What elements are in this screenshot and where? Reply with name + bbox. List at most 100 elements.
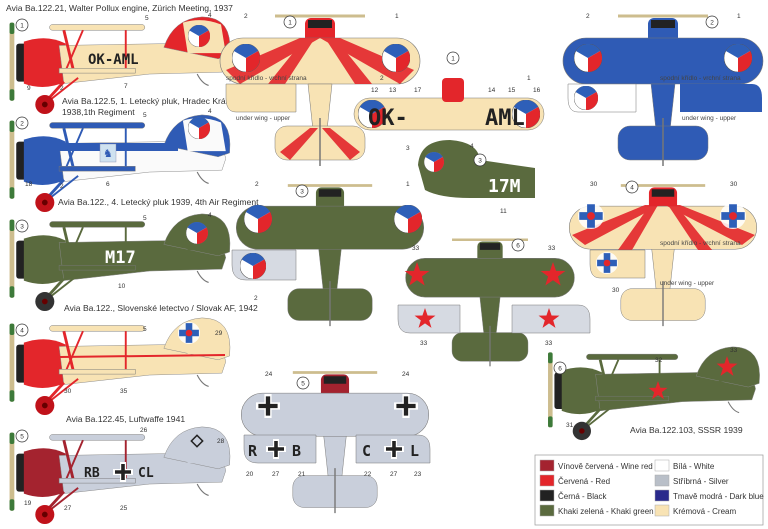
- callout: 9: [27, 85, 31, 92]
- callout: 10: [118, 283, 126, 290]
- profile-number: 6: [558, 366, 562, 373]
- callout: 1: [406, 181, 410, 188]
- profile-5-top-view: 5 24 24 R B C L 20 27 21 22 27 23: [239, 371, 431, 515]
- legend-label: Vínově červená - Wine red: [558, 462, 653, 471]
- wing-label-en: under wing - upper: [682, 115, 737, 122]
- profile-number: 3: [20, 224, 24, 231]
- callout: 2: [255, 181, 259, 188]
- wing-label-cz: spodní křídlo - vrchní strana: [660, 240, 741, 247]
- callout: 2: [380, 75, 384, 82]
- legend-swatch: [654, 459, 670, 472]
- slovak-cross-icon: [596, 252, 618, 274]
- callout: 5: [143, 215, 147, 222]
- profile-number: 5: [20, 434, 24, 441]
- profile-number: 6: [516, 243, 520, 250]
- callout: 30: [730, 181, 738, 188]
- callout: 3: [406, 145, 410, 152]
- wing-registration-letter: L: [410, 442, 419, 460]
- profile-number: 4: [20, 328, 24, 335]
- legend-label: Khaki zelená - Khaki green: [558, 507, 654, 516]
- legend-swatch: [539, 504, 555, 517]
- caption-profile-6: Avia Ba.122.103, SSSR 1939: [630, 425, 743, 435]
- profile-number-badge: [15, 323, 29, 337]
- callout: 6: [106, 181, 110, 188]
- legend-swatch: [539, 474, 555, 487]
- callout: 18: [25, 181, 33, 188]
- callout: 4: [208, 108, 212, 115]
- callout: 11: [500, 208, 507, 215]
- registration-ok-aml: OK-AML: [88, 52, 139, 68]
- callout: 33: [420, 340, 428, 347]
- callout: 22: [364, 471, 372, 478]
- callout: 33: [545, 340, 553, 347]
- legend-label: Červená - Red: [558, 477, 610, 486]
- caption-profile-2: Avia Ba.122.5, 1. Letecký pluk, Hradec K…: [62, 96, 244, 106]
- profile-number: 5: [301, 381, 305, 388]
- callout: 31: [566, 422, 574, 429]
- profile-3-side: Avia Ba.122., 4. Letecký pluk 1939, 4th …: [8, 197, 259, 313]
- callout: 16: [533, 87, 541, 94]
- caption-profile-2-line2: 1938,1th Regiment: [62, 107, 135, 117]
- callout: 30: [590, 181, 598, 188]
- profile-2-side: Avia Ba.122.5, 1. Letecký pluk, Hradec K…: [8, 96, 244, 214]
- profile-number-badge: [553, 361, 567, 375]
- cz-roundel-icon: [574, 44, 602, 72]
- lion-emblem-icon: [99, 143, 117, 163]
- slovak-cross-icon: [178, 322, 200, 344]
- profile-number-badge: [15, 219, 29, 233]
- cz-roundel-icon: [382, 44, 410, 72]
- profile-number: 3: [478, 158, 482, 165]
- profile-number-badge: [283, 15, 297, 29]
- cz-roundel-icon: [240, 253, 266, 279]
- callout: 26: [140, 427, 148, 434]
- cz-roundel-icon: [188, 117, 210, 139]
- caption-profile-1: Avia Ba.122.21, Walter Pollux engine, Zü…: [6, 3, 233, 13]
- profile-number: 1: [451, 56, 455, 63]
- caption-profile-4: Avia Ba.122., Slovenské letectvo / Slova…: [64, 303, 258, 313]
- legend-swatch: [539, 459, 555, 472]
- callout: 2: [60, 183, 64, 190]
- profile-number-badge: [625, 180, 639, 194]
- callout: 4: [208, 212, 212, 219]
- callout: 12: [371, 87, 379, 94]
- legend-label: Černá - Black: [558, 492, 607, 501]
- profile-number-badge: [511, 238, 525, 252]
- profile-3-tail-section: 17M 3 3 4 11: [406, 140, 535, 215]
- tail-registration-17m: 17M: [488, 176, 521, 197]
- callout: 23: [414, 471, 422, 478]
- cz-roundel-icon: [232, 44, 260, 72]
- legend-swatch: [539, 489, 555, 502]
- legend-label: Stříbrná - Silver: [673, 477, 729, 486]
- wing-registration-left: OK-: [368, 106, 408, 131]
- callout: 33: [730, 347, 738, 354]
- registration-rb: RB: [84, 466, 100, 481]
- profile-5-side: Avia Ba.122.45, Luftwaffe 1941 RB CL 5 2…: [8, 414, 232, 526]
- callout: 1: [395, 13, 399, 20]
- profile-number: 2: [710, 20, 714, 27]
- cz-roundel-icon: [188, 25, 210, 47]
- callout: 14: [488, 87, 496, 94]
- lower-wing-panel: [680, 84, 762, 112]
- callout: 33: [412, 245, 420, 252]
- callout: 2: [60, 85, 64, 92]
- profile-4-side: Avia Ba.122., Slovenské letectvo / Slova…: [8, 303, 258, 417]
- callout: 4: [208, 12, 212, 19]
- callout: 1: [737, 13, 741, 20]
- cz-roundel-icon: [424, 152, 444, 172]
- callout: 15: [508, 87, 516, 94]
- profile-1-lower-wing: 1 OK- AML 12 2 13 17 14 15 1 16: [353, 51, 545, 131]
- callout: 29: [215, 330, 223, 337]
- wing-label-cz: spodní křídlo - vrchní strana: [660, 75, 741, 82]
- wing-registration-letter: C: [362, 442, 371, 460]
- callout: 27: [390, 471, 398, 478]
- legend-label: Bílá - White: [673, 462, 715, 471]
- profile-number-badge: [15, 116, 29, 130]
- legend-swatch: [654, 504, 670, 517]
- callout: 24: [402, 371, 410, 378]
- callout: 5: [143, 112, 147, 119]
- callout: 1: [527, 75, 531, 82]
- wing-label-cz: spodní křídlo - vrchní strana: [226, 75, 307, 82]
- callout: 27: [272, 471, 280, 478]
- wing-label-en: under wing - upper: [236, 115, 291, 122]
